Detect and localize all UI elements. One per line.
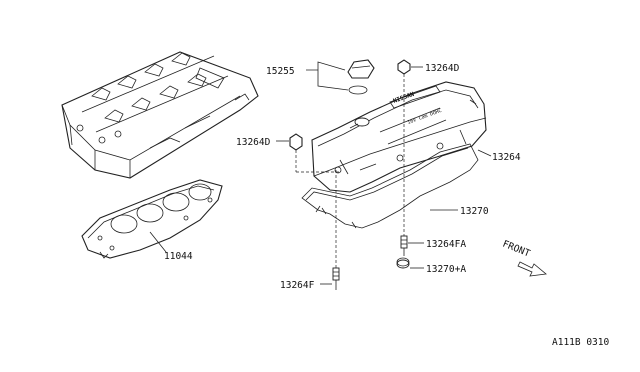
rocker-cover — [311, 81, 487, 193]
cover-gasket — [301, 143, 479, 229]
stud-right — [400, 235, 408, 256]
cover-brand-text: NISSAN — [392, 91, 415, 105]
nut-upper — [397, 59, 411, 75]
washer-gasket — [396, 257, 410, 269]
label-stud-right: 13264FA — [426, 239, 466, 250]
label-stud-left: 13264F — [280, 280, 315, 291]
front-arrow — [517, 261, 547, 277]
label-rocker-cover: 13264 — [492, 152, 521, 163]
label-washer-gasket: 13270+A — [426, 264, 466, 275]
label-head-gasket: 11044 — [164, 251, 193, 262]
nut-left — [289, 133, 303, 151]
label-oil-filler-cap: 15255 — [266, 66, 295, 77]
assembly-lines — [295, 74, 405, 268]
diagram-code: A111B 0310 — [552, 337, 609, 348]
front-label: FRONT — [501, 239, 532, 260]
leader-oil-cap — [306, 61, 349, 91]
label-nut-left: 13264D — [236, 137, 271, 148]
stud-left — [332, 267, 340, 290]
head-gasket — [81, 179, 223, 259]
leader-rocker-cover — [477, 149, 492, 157]
oil-filler-cap — [347, 59, 375, 95]
label-nut-upper: 13264D — [425, 63, 460, 74]
label-cover-gasket: 13270 — [460, 206, 489, 217]
cover-model-text: 16V Cam DOHC — [407, 108, 443, 126]
cylinder-head — [61, 51, 259, 179]
